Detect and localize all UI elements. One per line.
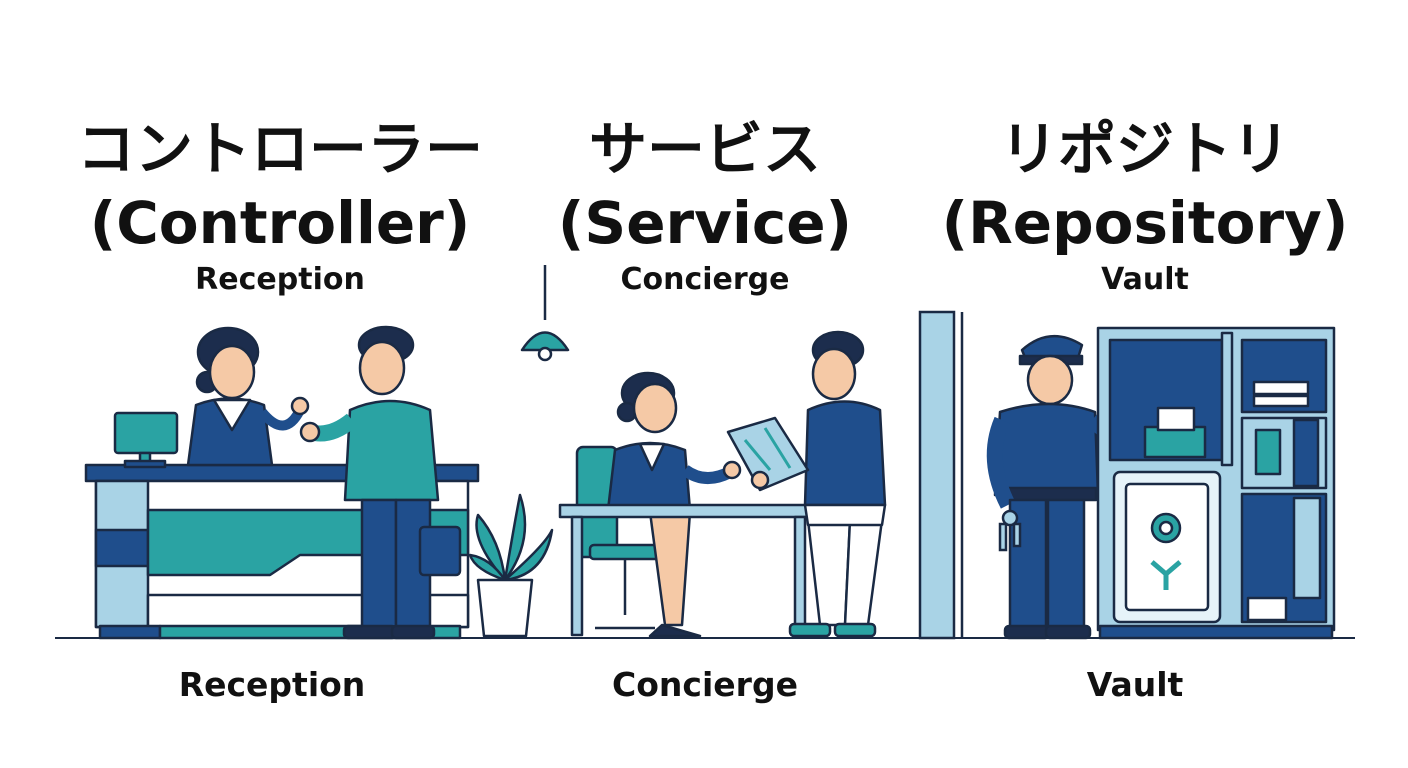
visitor-icon [299, 325, 462, 640]
subtitle-service: Concierge [620, 262, 790, 297]
title-service-en: (Service) [557, 189, 853, 257]
title-service: サービス (Service) [495, 112, 915, 260]
vault-cabinet-icon [1096, 326, 1336, 640]
keys-icon [998, 509, 1022, 552]
title-repository-ja: リポジトリ [999, 115, 1290, 183]
monitor-icon [113, 411, 179, 469]
title-repository: リポジトリ (Repository) [935, 112, 1355, 260]
title-service-ja: サービス [588, 115, 821, 183]
guest-with-map-icon [726, 330, 887, 638]
receptionist-icon [186, 326, 310, 467]
title-controller-en: (Controller) [89, 189, 471, 257]
subtitle-repository: Vault [1101, 262, 1189, 297]
caption-service: Concierge [612, 665, 798, 704]
wall-pillar-shape [918, 310, 964, 640]
title-repository-en: (Repository) [941, 189, 1349, 257]
title-controller: コントローラー (Controller) [70, 112, 490, 260]
chair-shape [575, 445, 662, 630]
caption-repository: Vault [1086, 665, 1184, 704]
title-controller-ja: コントローラー [76, 115, 483, 183]
plant-icon [468, 493, 554, 638]
subtitle-controller: Reception [195, 262, 365, 297]
caption-controller: Reception [178, 665, 366, 704]
pendant-lamp-icon [520, 265, 570, 362]
